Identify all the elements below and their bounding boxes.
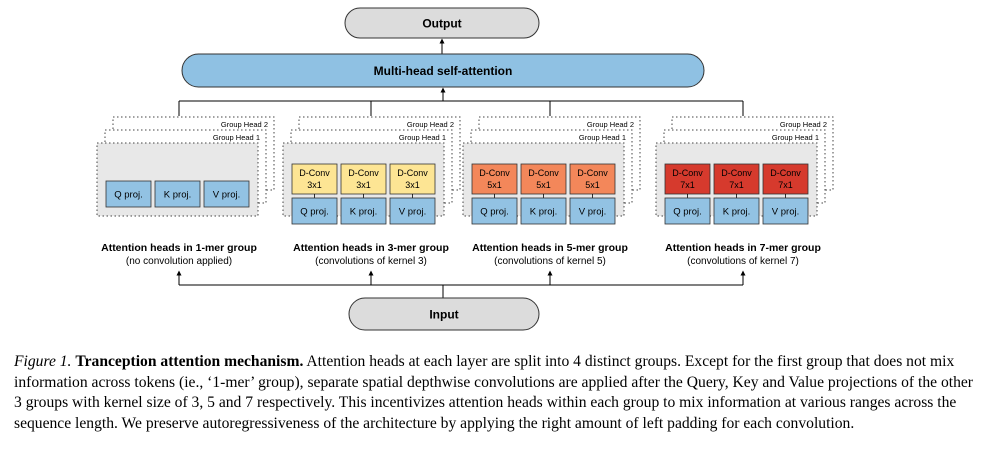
dconv-label: D-Conv [672,168,703,178]
v-proj-label: V proj. [399,207,426,218]
k-proj-label: K proj. [164,190,191,201]
v-proj-box [762,197,809,225]
dconv-box [569,163,616,195]
dconv-box [389,163,436,195]
dconv-kernel-label: 3x1 [307,180,322,190]
k-proj-box [713,197,760,225]
dconv-label: D-Conv [299,168,330,178]
k-proj-box [520,197,567,225]
q-proj-box [291,197,338,225]
input-node: Input [348,297,540,331]
k-proj-box [154,180,201,208]
q-proj-box [105,180,152,208]
dconv-kernel-label: 3x1 [356,180,371,190]
dconv-label: D-Conv [397,168,428,178]
group-head-1-label: Group Head 1 [213,133,260,142]
group-title: Attention heads in 3-mer group [293,242,449,254]
group-panel-1: Group Head 2 Group Head 1 Q proj. K proj. V … [96,116,275,267]
attention-label: Multi-head self-attention [374,64,513,78]
q-proj-label: Q proj. [300,207,329,218]
group-subtitle: (convolutions of kernel 5) [494,256,606,267]
group-head-2-label: Group Head 2 [587,120,634,129]
v-proj-box [203,180,250,208]
output-label: Output [422,17,461,31]
dconv-kernel-label: 3x1 [405,180,420,190]
v-proj-box [569,197,616,225]
group-subtitle: (no convolution applied) [126,256,232,267]
dconv-box [340,163,387,195]
q-proj-label: Q proj. [114,190,143,201]
dconv-label: D-Conv [479,168,510,178]
group-panel-2: Group Head 2 Group Head 1 D-Conv 3x1 Q proj.… [282,116,461,267]
dconv-kernel-label: 5x1 [585,180,600,190]
group-subtitle: (convolutions of kernel 3) [315,256,427,267]
group-head-1-label: Group Head 1 [399,133,446,142]
dconv-label: D-Conv [721,168,752,178]
v-proj-label: V proj. [579,207,606,218]
dconv-kernel-label: 7x1 [778,180,793,190]
caption-label: Figure 1. [14,353,72,370]
dconv-kernel-label: 7x1 [680,180,695,190]
group-title: Attention heads in 1-mer group [101,242,257,254]
v-proj-label: V proj. [772,207,799,218]
group-title: Attention heads in 5-mer group [472,242,628,254]
dconv-label: D-Conv [577,168,608,178]
q-proj-box [664,197,711,225]
dconv-box [471,163,518,195]
group-subtitle: (convolutions of kernel 7) [687,256,799,267]
group-head-1-label: Group Head 1 [579,133,626,142]
group-panel-4: Group Head 2 Group Head 1 D-Conv 7x1 Q proj.… [655,116,834,267]
group-title: Attention heads in 7-mer group [665,242,821,254]
caption-title: Tranception attention mechanism. [75,353,304,370]
dconv-label: D-Conv [528,168,559,178]
dconv-box [664,163,711,195]
k-proj-label: K proj. [723,207,750,218]
v-proj-label: V proj. [213,190,240,201]
groups-layer: Group Head 2 Group Head 1 Q proj. K proj. V … [96,116,834,267]
multi-head-attention-node: Multi-head self-attention [181,53,705,88]
caption-body: Attention heads at each layer are split … [14,353,973,432]
input-label: Input [429,308,458,322]
dconv-kernel-label: 5x1 [487,180,502,190]
group-panel-3: Group Head 2 Group Head 1 D-Conv 5x1 Q proj.… [462,116,641,267]
dconv-kernel-label: 5x1 [536,180,551,190]
k-proj-label: K proj. [530,207,557,218]
v-proj-box [389,197,436,225]
k-proj-box [340,197,387,225]
q-proj-box [471,197,518,225]
dconv-kernel-label: 7x1 [729,180,744,190]
dconv-label: D-Conv [348,168,379,178]
figure-caption: Figure 1. Tranception attention mechanis… [14,352,976,434]
output-node: Output [344,7,540,39]
group-head-2-label: Group Head 2 [780,120,827,129]
q-proj-label: Q proj. [480,207,509,218]
dconv-label: D-Conv [770,168,801,178]
q-proj-label: Q proj. [673,207,702,218]
group-head-2-label: Group Head 2 [407,120,454,129]
dconv-box [520,163,567,195]
group-head-1-label: Group Head 1 [772,133,819,142]
tranception-diagram: Output Multi-head self-attention Group H… [96,7,834,331]
k-proj-label: K proj. [350,207,377,218]
group-head-2-label: Group Head 2 [221,120,268,129]
